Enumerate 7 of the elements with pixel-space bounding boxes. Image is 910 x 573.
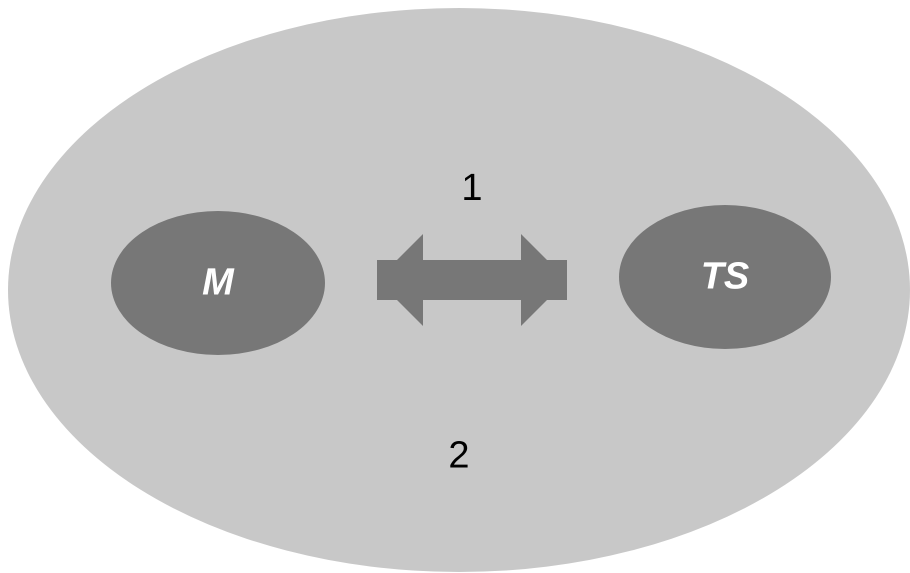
ellipse-node [619, 205, 831, 349]
ellipse-node [111, 211, 325, 355]
node-label: 2 [448, 434, 470, 478]
node-label: TS [700, 256, 750, 298]
node-label: M [202, 262, 234, 304]
outer-ellipse [8, 8, 910, 572]
double-arrow [377, 234, 567, 326]
